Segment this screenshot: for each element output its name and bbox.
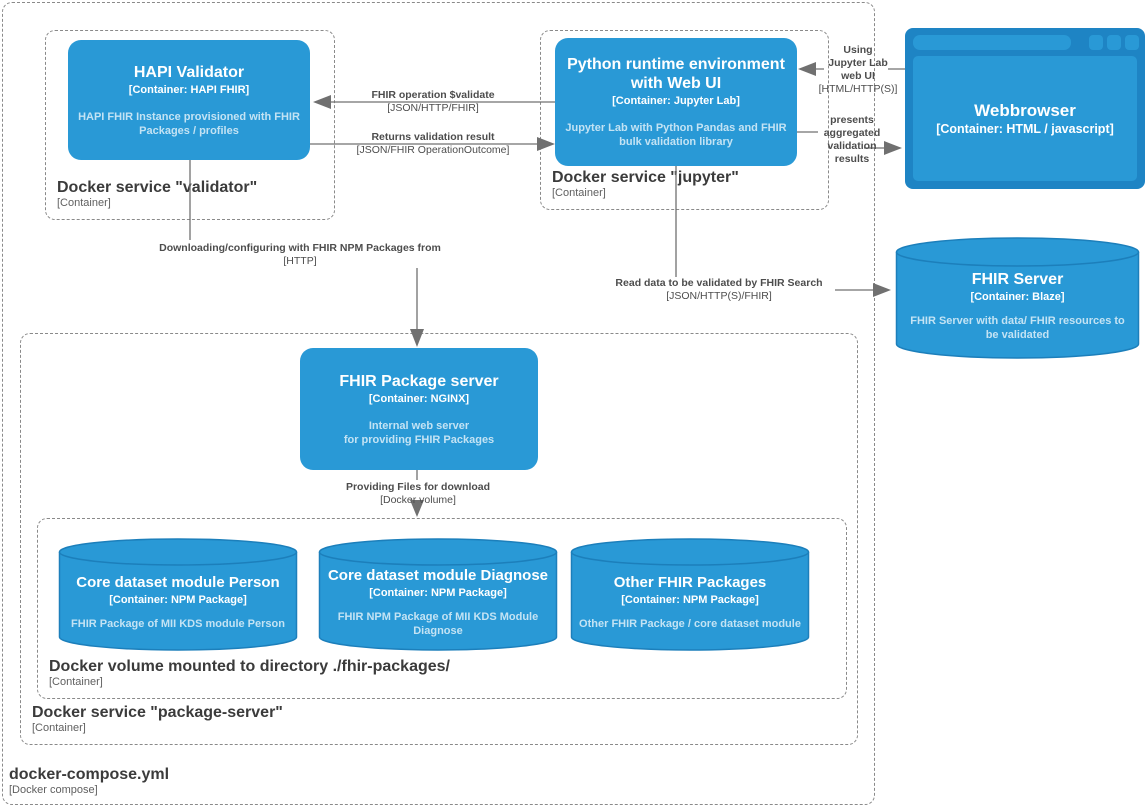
node-description: Internal web server for providing FHIR P…	[343, 419, 495, 446]
container-core-dataset-module-person: Core dataset module Person [Container: N…	[58, 538, 298, 652]
browser-window-button	[1089, 35, 1103, 50]
edge-name: Providing Files for download	[345, 481, 491, 493]
node-title: HAPI Validator	[133, 63, 245, 81]
node-type: [Container: Jupyter Lab]	[612, 95, 740, 107]
arrowhead-down	[410, 500, 424, 517]
arrowhead-down	[410, 329, 424, 347]
node-description: FHIR NPM Package of MII KDS Module Diagn…	[337, 610, 539, 637]
edge-technology: [JSON/HTTP/FHIR]	[387, 102, 479, 114]
boundary-title: Docker service "package-server"	[32, 704, 283, 721]
container-webbrowser: Webbrowser [Container: HTML / javascript…	[905, 28, 1145, 189]
container-fhir-package-server: FHIR Package server [Container: NGINX] I…	[300, 348, 538, 470]
container-fhir-server: FHIR Server [Container: Blaze] FHIR Serv…	[895, 237, 1140, 361]
boundary-label: docker-compose.yml [Docker compose]	[9, 766, 169, 797]
container-hapi-validator: HAPI Validator [Container: HAPI FHIR] HA…	[68, 40, 310, 160]
edge-technology: [HTML/HTTP(S)]	[818, 83, 898, 95]
edge-label-providing-files: Providing Files for download [Docker vol…	[346, 481, 490, 507]
edge-name: Using Jupyter Lab web UI	[828, 44, 888, 82]
node-type: [Container: Blaze]	[970, 291, 1065, 303]
boundary-type: [Container]	[32, 722, 86, 734]
node-type: [Container: NPM Package]	[109, 593, 247, 606]
boundary-docker-compose: docker-compose.yml [Docker compose]	[2, 2, 875, 805]
browser-content: Webbrowser [Container: HTML / javascript…	[913, 56, 1137, 181]
boundary-title: Docker service "validator"	[57, 179, 258, 196]
cylinder-text: Core dataset module Person [Container: N…	[58, 538, 298, 652]
arrowhead-left	[313, 95, 331, 109]
edge-label-read-data: Read data to be validated by FHIR Search…	[615, 277, 822, 303]
node-title: FHIR Server	[971, 271, 1064, 288]
node-description: HAPI FHIR Instance provisioned with FHIR…	[78, 110, 300, 137]
edge-label-using-jupyter-ui: Using Jupyter Lab web UI [HTML/HTTP(S)]	[819, 44, 898, 96]
cylinder-shape	[570, 538, 810, 651]
edge-technology: [JSON/FHIR OperationOutcome]	[356, 144, 510, 156]
node-title: Core dataset module Diagnose	[327, 566, 549, 584]
edge-name: presents aggregated validation results	[823, 114, 881, 165]
cylinder-text: FHIR Server [Container: Blaze] FHIR Serv…	[895, 237, 1140, 361]
boundary-docker-volume: Docker volume mounted to directory ./fhi…	[37, 518, 847, 699]
edge-label-download-packages: Downloading/configuring with FHIR NPM Pa…	[159, 242, 441, 268]
boundary-label: Docker volume mounted to directory ./fhi…	[49, 658, 450, 689]
node-title: Python runtime environment with Web UI	[567, 56, 785, 92]
arrowhead-right	[873, 283, 891, 297]
node-type: [Container: HAPI FHIR]	[128, 83, 250, 96]
boundary-label: Docker service "package-server" [Contain…	[32, 704, 283, 735]
container-core-dataset-module-diagnose: Core dataset module Diagnose [Container:…	[318, 538, 558, 652]
arrowhead-left	[798, 62, 816, 76]
boundary-label: Docker service "validator" [Container]	[57, 179, 257, 210]
connector-presents	[797, 131, 884, 149]
edge-name: FHIR operation $validate	[371, 89, 495, 101]
edge-label-fhir-validate: FHIR operation $validate [JSON/HTTP/FHIR…	[371, 89, 494, 115]
cylinder-text: Other FHIR Packages [Container: NPM Pack…	[570, 538, 810, 652]
node-description: Other FHIR Package / core dataset module	[579, 617, 801, 630]
cylinder-shape	[318, 538, 558, 651]
browser-address-bar	[913, 35, 1071, 50]
node-title: Webbrowser	[974, 100, 1076, 120]
boundary-docker-service-package-server: Docker service "package-server" [Contain…	[20, 333, 858, 745]
arrowhead-right	[884, 141, 902, 155]
node-description: FHIR Server with data/ FHIR resources to…	[910, 315, 1125, 341]
node-type: [Container: NPM Package]	[621, 593, 759, 606]
boundary-title: docker-compose.yml	[9, 766, 170, 783]
container-python-runtime: Python runtime environment with Web UI […	[555, 38, 797, 166]
boundary-type: [Docker compose]	[9, 784, 98, 796]
edge-technology: [HTTP]	[283, 255, 317, 267]
edge-label-returns-result: Returns validation result [JSON/FHIR Ope…	[357, 131, 510, 157]
edge-label-presents-results: presents aggregated validation results	[824, 114, 881, 166]
browser-window-button	[1125, 35, 1139, 50]
edge-technology: [JSON/HTTP(S)/FHIR]	[666, 290, 772, 302]
arrowhead-right	[537, 137, 555, 151]
boundary-type: [Container]	[552, 187, 606, 199]
node-title: Core dataset module Person	[76, 573, 280, 591]
cylinder-shape	[895, 237, 1140, 359]
boundary-title: Docker service "jupyter"	[552, 169, 739, 186]
node-title: Other FHIR Packages	[613, 573, 767, 591]
cylinder-shape	[58, 538, 298, 651]
boundary-type: [Container]	[49, 676, 103, 688]
node-type: [Container: NPM Package]	[369, 586, 507, 599]
boundary-title: Docker volume mounted to directory ./fhi…	[49, 658, 450, 675]
boundary-docker-service-jupyter: Docker service "jupyter" [Container]	[540, 30, 829, 210]
browser-window-button	[1107, 35, 1121, 50]
node-type: [Container: NGINX]	[368, 392, 470, 405]
edge-name: Returns validation result	[371, 131, 495, 143]
node-description: Jupyter Lab with Python Pandas and FHIR …	[565, 122, 787, 148]
cylinder-text: Core dataset module Diagnose [Container:…	[318, 538, 558, 652]
boundary-label: Docker service "jupyter" [Container]	[552, 169, 739, 200]
edge-technology: [Docker volume]	[380, 494, 456, 506]
node-description: FHIR Package of MII KDS module Person	[71, 617, 285, 630]
edge-name: Downloading/configuring with FHIR NPM Pa…	[159, 242, 441, 254]
edge-name: Read data to be validated by FHIR Search	[615, 277, 823, 289]
connector-read-data	[675, 166, 873, 291]
node-type: [Container: HTML / javascript]	[936, 121, 1114, 136]
node-title: FHIR Package server	[339, 372, 499, 390]
container-other-fhir-packages: Other FHIR Packages [Container: NPM Pack…	[570, 538, 810, 652]
connector-download	[189, 160, 418, 329]
boundary-type: [Container]	[57, 197, 111, 209]
